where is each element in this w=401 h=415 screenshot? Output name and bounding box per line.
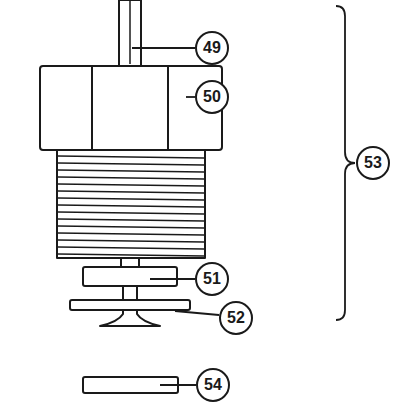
threaded-body [57,150,205,258]
callout-circle: 49 [195,31,229,65]
valve-rod [119,0,141,66]
valve-disc [70,300,190,310]
washer [83,267,177,286]
callout-circle: 52 [219,301,253,335]
valve-cone [100,310,160,326]
nut-face-edge [167,66,169,150]
leader-line [150,278,195,280]
leader-line [186,96,195,98]
callout-circle: 51 [195,262,229,296]
thread-line [58,233,204,235]
thread-line [58,205,204,207]
hex-nut [40,66,222,150]
thread-line [58,254,204,256]
leader-line [160,384,196,386]
callout-circle: 54 [196,368,230,402]
thread-line [58,156,204,158]
thread-line [58,226,204,228]
callout-number: 52 [227,310,245,326]
assembly-bracket [336,6,355,320]
callout-number: 54 [204,377,222,393]
leader-line [132,47,195,49]
thread-line [58,212,204,214]
callout-circle: 53 [356,146,390,180]
stem [121,258,139,267]
thread-line [58,170,204,172]
callout-number: 51 [203,271,221,287]
thread-line [58,198,204,200]
thread-line [58,240,204,242]
callout-circle: 50 [195,80,229,114]
callout-number: 53 [364,155,382,171]
thread-line [58,247,204,249]
stem [123,286,137,300]
nut-face-edge [91,66,93,150]
thread-line [58,191,204,193]
thread-line [58,219,204,221]
thread-line [58,177,204,179]
rod-shading [129,0,131,64]
callout-number: 49 [203,40,221,56]
screw-thread [58,156,204,256]
leader-line [175,311,219,315]
thread-line [58,163,204,165]
callout-number: 50 [203,89,221,105]
thread-line [58,184,204,186]
